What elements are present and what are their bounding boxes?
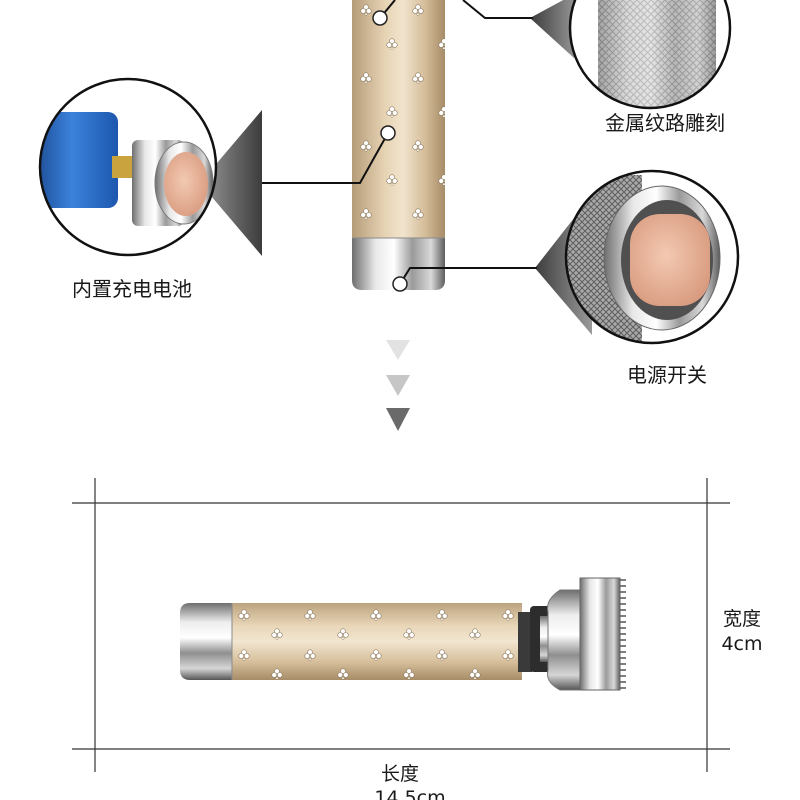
engraving-anchor-dot bbox=[372, 10, 388, 26]
trimmer-head-guard bbox=[547, 589, 586, 691]
trimmer-blade bbox=[579, 577, 621, 691]
battery-callout: 内置充电电池 bbox=[26, 77, 218, 301]
trimmer-clover-engraving bbox=[228, 603, 522, 680]
battery-circle-border bbox=[38, 77, 218, 257]
trimmer-neck bbox=[518, 612, 532, 672]
switch-callout: 电源开关 bbox=[564, 169, 740, 387]
length-label: 长度 bbox=[381, 763, 419, 785]
down-arrow-2 bbox=[386, 375, 410, 396]
battery-anchor-dot bbox=[380, 125, 396, 141]
width-value: 4cm bbox=[721, 633, 762, 655]
length-value: 14.5cm bbox=[374, 787, 445, 800]
battery-caption: 内置充电电池 bbox=[72, 277, 192, 301]
battery-callout-pointer bbox=[200, 110, 262, 256]
battery-cap-button bbox=[164, 152, 208, 216]
width-label: 宽度 bbox=[723, 608, 761, 630]
switch-button-peach bbox=[630, 214, 710, 306]
down-arrow-3 bbox=[386, 408, 410, 431]
engraving-leader-line-b bbox=[462, 0, 533, 19]
battery-cylinder-blue bbox=[41, 112, 118, 208]
switch-caption: 电源开关 bbox=[627, 363, 707, 387]
vertical-trimmer-handle bbox=[352, 0, 445, 290]
engraving-callout-pointer bbox=[530, 0, 578, 58]
dimension-frame bbox=[72, 478, 730, 772]
trimmer-blade-teeth bbox=[620, 579, 626, 689]
battery-gold-pin bbox=[112, 156, 136, 178]
engraving-caption: 金属纹路雕刻 bbox=[605, 111, 725, 135]
trimmer-chrome-cap bbox=[180, 603, 232, 680]
handle-clover-engraving bbox=[352, 0, 445, 245]
down-arrows bbox=[386, 340, 410, 431]
switch-anchor-dot bbox=[392, 276, 408, 292]
engraving-callout: 金属纹路雕刻 bbox=[568, 0, 732, 135]
horizontal-trimmer bbox=[180, 577, 626, 691]
battery-leader-line bbox=[262, 132, 389, 184]
handle-chrome-cap bbox=[352, 238, 445, 290]
switch-circle-border bbox=[564, 169, 740, 345]
knurled-cylinder-shine bbox=[598, 0, 716, 107]
battery-shadow bbox=[26, 112, 40, 208]
engraving-circle-border bbox=[568, 0, 732, 110]
down-arrow-1 bbox=[386, 340, 410, 360]
